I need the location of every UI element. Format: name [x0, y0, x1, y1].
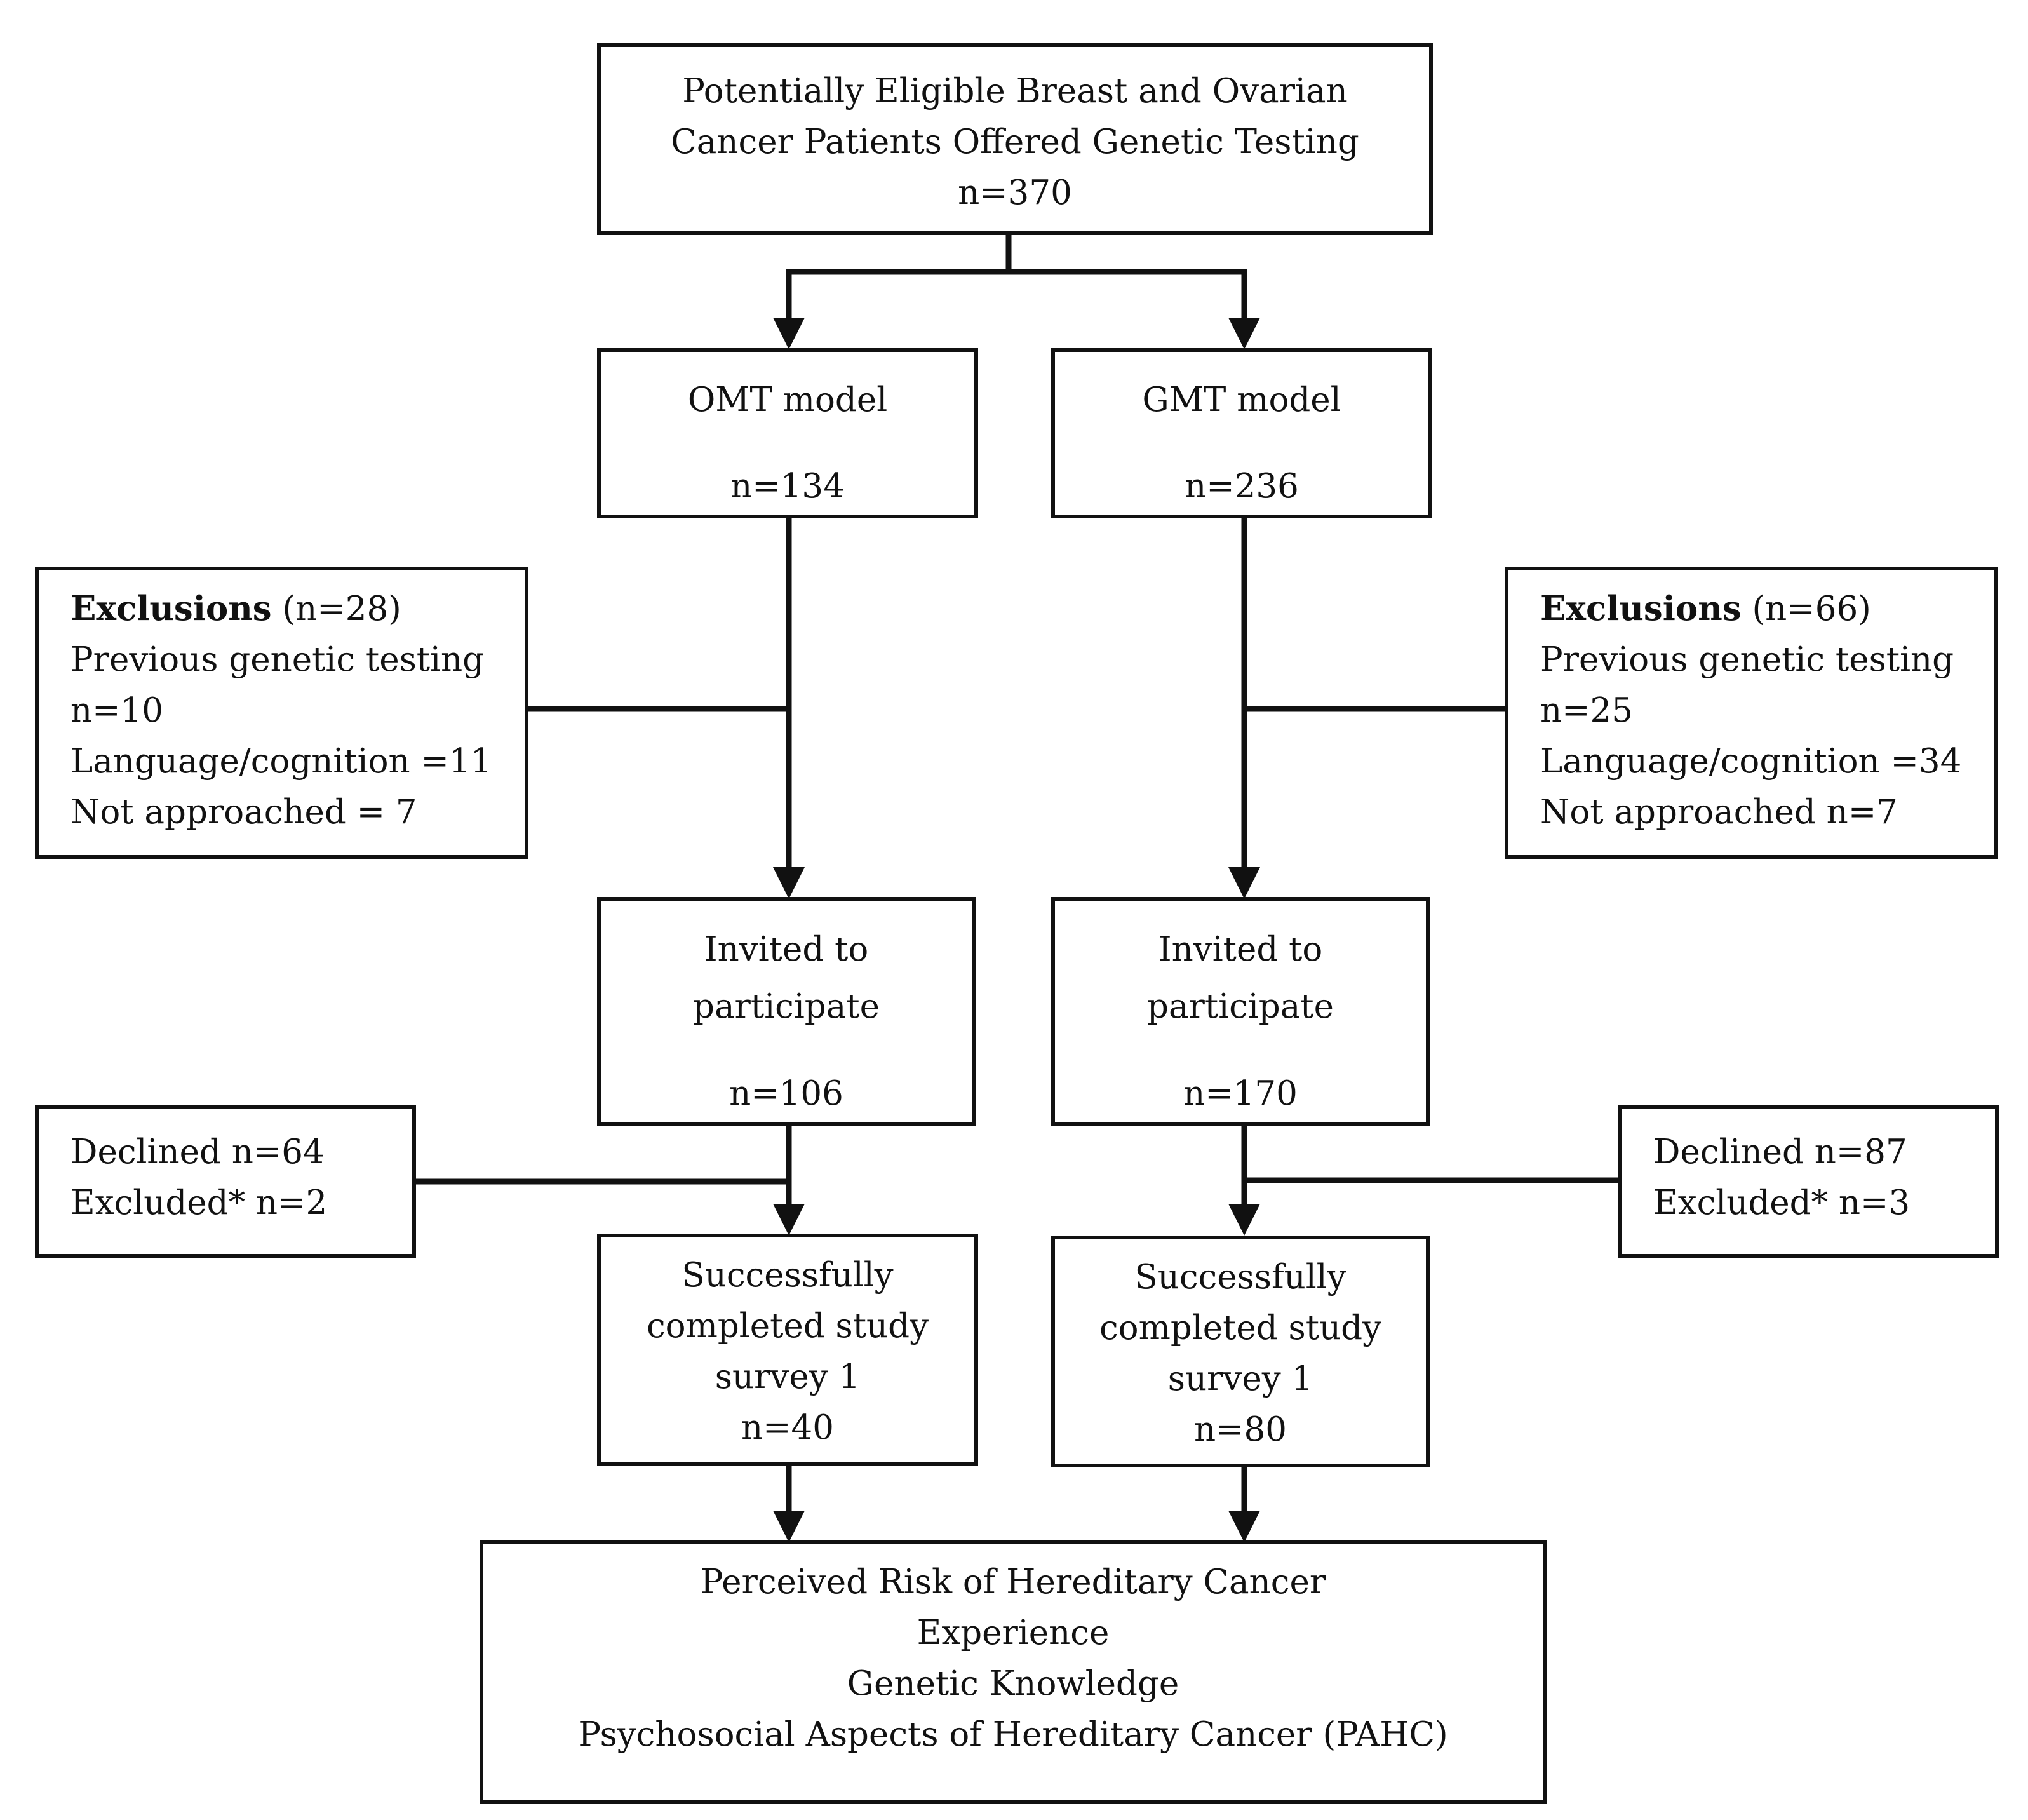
- gmt-exclusions-line1: Previous genetic testing: [1540, 640, 1954, 679]
- gmt-completed-line1: Successfully: [1134, 1258, 1346, 1297]
- arrowhead-gmt-invited: [1228, 867, 1260, 899]
- outcomes-box: Perceived Risk of Hereditary Cancer Expe…: [480, 1540, 1547, 1804]
- arrowhead-gmt-completed: [1228, 1204, 1260, 1236]
- outcomes-line1: Perceived Risk of Hereditary Cancer: [700, 1563, 1326, 1601]
- omt-completed-line3: survey 1: [715, 1358, 861, 1396]
- gmt-completed-box: Successfully completed study survey 1 n=…: [1051, 1236, 1430, 1467]
- gmt-exclusions-box: Exclusions (n=66) Previous genetic testi…: [1505, 567, 1998, 859]
- omt-declined-line1: Declined n=64: [71, 1133, 325, 1171]
- gmt-completed-count: n=80: [1194, 1410, 1287, 1449]
- omt-completed-line1: Successfully: [682, 1256, 894, 1295]
- gmt-exclusions-label: Exclusions: [1540, 589, 1742, 628]
- arrowhead-omt-completed: [773, 1204, 805, 1236]
- eligible-patients-box: Potentially Eligible Breast and Ovarian …: [597, 43, 1433, 235]
- gmt-exclusions-line3: Language/cognition =34: [1540, 742, 1962, 781]
- omt-invited-line1: Invited to: [704, 930, 869, 969]
- gmt-completed-line3: survey 1: [1167, 1359, 1313, 1398]
- omt-exclusions-box: Exclusions (n=28) Previous genetic testi…: [35, 567, 528, 859]
- arrowhead-omt-model: [773, 318, 805, 349]
- omt-declined-box: Declined n=64 Excluded* n=2: [35, 1105, 416, 1258]
- gmt-declined-box: Declined n=87 Excluded* n=3: [1618, 1105, 1999, 1258]
- omt-exclusions-line4: Not approached = 7: [71, 793, 417, 832]
- omt-invited-count: n=106: [729, 1074, 843, 1113]
- arrowhead-omt-invited: [773, 867, 805, 899]
- omt-invited-line2: participate: [693, 987, 880, 1026]
- omt-model-box: OMT model n=134: [597, 348, 978, 518]
- omt-invited-box: Invited to participate n=106: [597, 897, 976, 1126]
- gmt-completed-line2: completed study: [1099, 1309, 1382, 1347]
- gmt-invited-box: Invited to participate n=170: [1051, 897, 1430, 1126]
- outcomes-line3: Genetic Knowledge: [847, 1664, 1179, 1703]
- eligible-patients-count: n=370: [958, 173, 1072, 212]
- arrowhead-gmt-outcomes: [1228, 1511, 1260, 1542]
- gmt-exclusions-line4: Not approached n=7: [1540, 793, 1898, 832]
- omt-exclusions-heading: Exclusions (n=28): [71, 583, 525, 635]
- gmt-declined-line1: Declined n=87: [1653, 1133, 1907, 1171]
- gmt-exclusions-count: (n=66): [1752, 590, 1871, 628]
- omt-model-title: OMT model: [687, 381, 888, 419]
- omt-exclusions-count: (n=28): [282, 590, 401, 628]
- omt-completed-line2: completed study: [646, 1307, 929, 1345]
- gmt-exclusions-line2: n=25: [1540, 691, 1633, 730]
- omt-completed-box: Successfully completed study survey 1 n=…: [597, 1234, 978, 1466]
- gmt-model-count: n=236: [1185, 467, 1299, 506]
- omt-exclusions-label: Exclusions: [71, 589, 272, 628]
- gmt-model-box: GMT model n=236: [1051, 348, 1432, 518]
- gmt-invited-line2: participate: [1147, 987, 1334, 1026]
- omt-completed-count: n=40: [741, 1408, 834, 1447]
- gmt-exclusions-heading: Exclusions (n=66): [1540, 583, 1994, 635]
- omt-exclusions-line1: Previous genetic testing: [71, 640, 485, 679]
- eligible-patients-line2: Cancer Patients Offered Genetic Testing: [671, 123, 1359, 161]
- omt-exclusions-line2: n=10: [71, 691, 163, 730]
- gmt-declined-line2: Excluded* n=3: [1653, 1183, 1910, 1222]
- gmt-invited-line1: Invited to: [1158, 930, 1323, 969]
- omt-exclusions-line3: Language/cognition =11: [71, 742, 492, 781]
- outcomes-line2: Experience: [917, 1614, 1110, 1652]
- omt-model-count: n=134: [730, 467, 845, 506]
- arrowhead-gmt-model: [1228, 318, 1260, 349]
- omt-declined-line2: Excluded* n=2: [71, 1183, 328, 1222]
- eligible-patients-line1: Potentially Eligible Breast and Ovarian: [682, 72, 1348, 111]
- outcomes-line4: Psychosocial Aspects of Hereditary Cance…: [578, 1715, 1448, 1754]
- gmt-invited-count: n=170: [1183, 1074, 1298, 1113]
- gmt-model-title: GMT model: [1142, 381, 1341, 419]
- arrowhead-omt-outcomes: [773, 1511, 805, 1542]
